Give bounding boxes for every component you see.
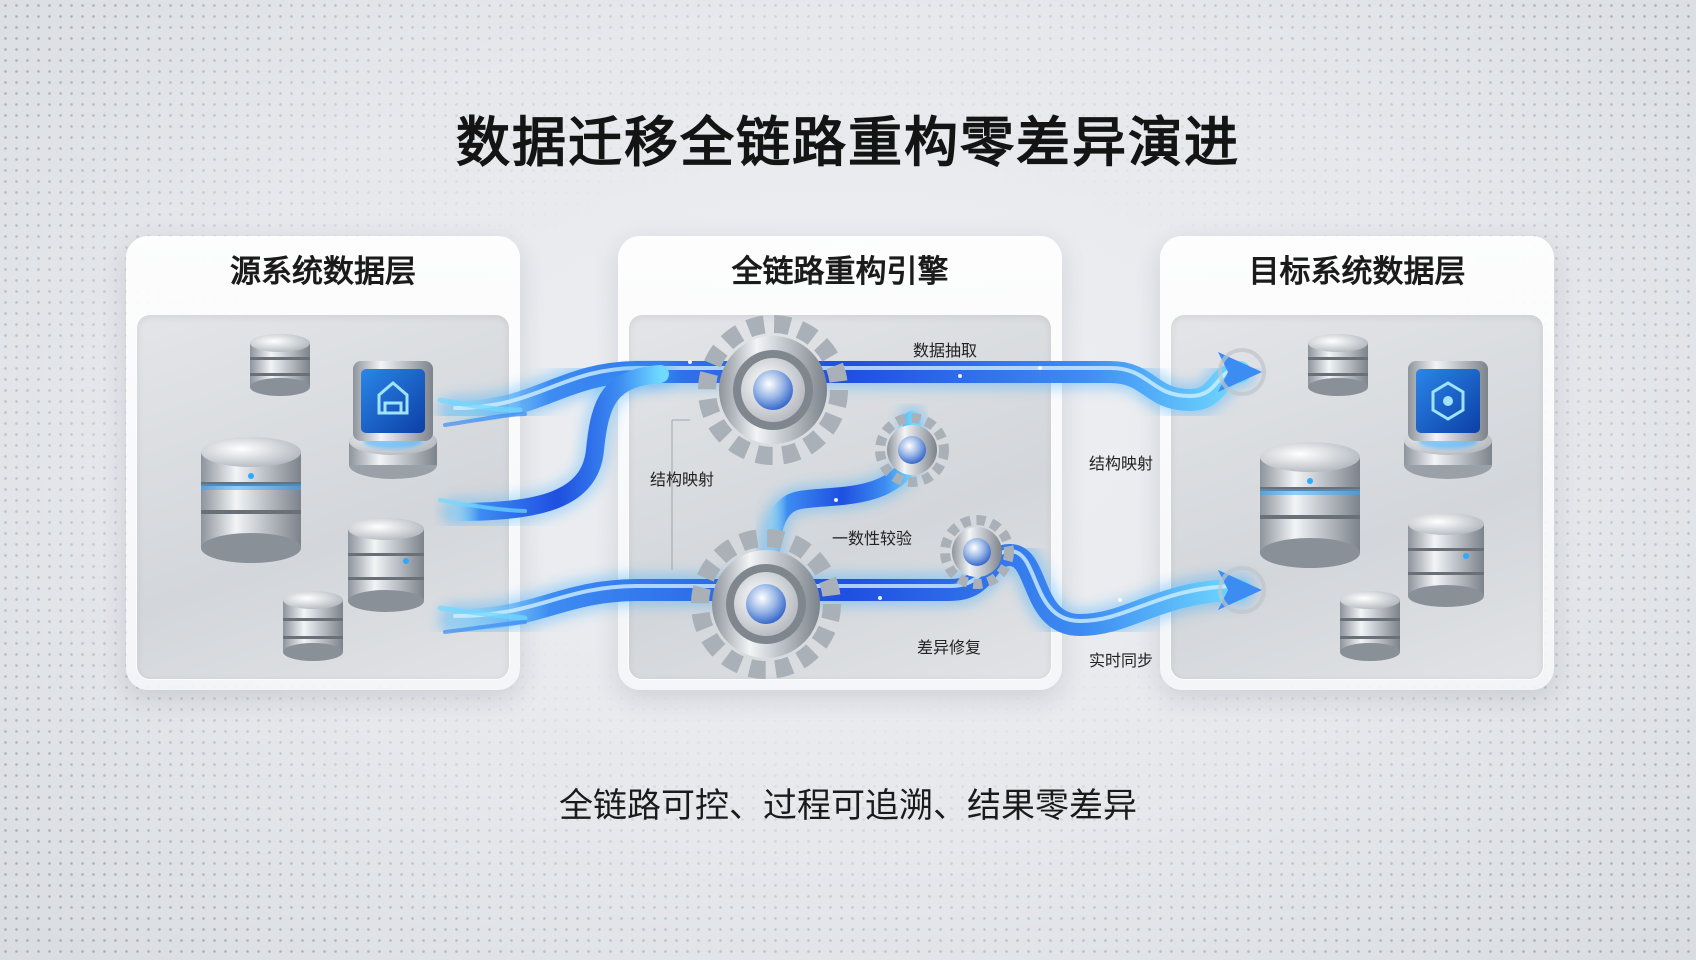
- database-icon: [201, 437, 301, 563]
- arrow-icon: [1218, 348, 1266, 396]
- label-realtime-sync: 实时同步: [1089, 651, 1154, 670]
- chip-icon: [349, 361, 437, 479]
- sparkles: [688, 360, 1122, 602]
- gear-icon: [940, 515, 1014, 589]
- label-diff-repair: 差异修复: [917, 638, 982, 657]
- source-panel-title: 源系统数据层: [230, 254, 416, 290]
- gear-icon: [698, 315, 848, 465]
- gear-icon: [691, 529, 841, 679]
- database-icon: [1260, 442, 1360, 568]
- page-title: 数据迁移全链路重构零差异演进: [456, 111, 1240, 174]
- page-subtitle: 全链路可控、过程可追溯、结果零差异: [559, 786, 1137, 826]
- chip-icon: [1404, 361, 1492, 479]
- database-icon: [283, 591, 343, 661]
- source-databases: [201, 334, 437, 661]
- database-icon: [348, 518, 424, 612]
- label-structure-mapping-out: 结构映射: [1089, 454, 1154, 473]
- flow-middle: [446, 365, 669, 521]
- target-panel-title: 目标系统数据层: [1248, 254, 1466, 290]
- database-icon: [1340, 591, 1400, 661]
- database-icon: [1308, 334, 1368, 396]
- flow-top: [444, 361, 1251, 423]
- database-icon: [250, 334, 310, 396]
- guide-lines: [671, 419, 690, 570]
- database-icon: [1408, 513, 1484, 607]
- label-data-extract: 数据抽取: [913, 341, 978, 360]
- target-databases: [1260, 334, 1492, 661]
- engine-panel-title: 全链路重构引擎: [731, 254, 949, 290]
- arrow-icon: [1218, 566, 1266, 614]
- label-structure-mapping-engine: 结构映射: [650, 470, 715, 489]
- gear-icon: [875, 413, 949, 487]
- label-consistency-check: 一数性较验: [832, 529, 913, 548]
